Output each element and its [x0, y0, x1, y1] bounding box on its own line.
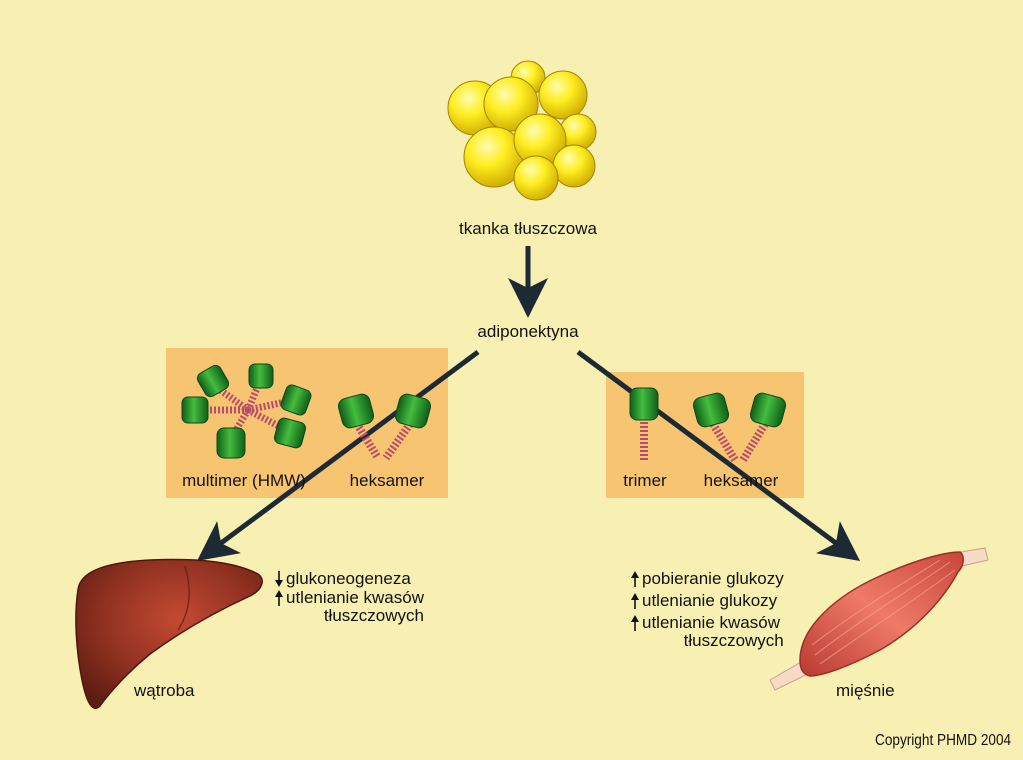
liver-effects: glukoneogeneza utlenianie kwasów tłuszcz…	[274, 570, 424, 625]
arrow-down-icon	[274, 571, 284, 587]
fat-tissue-illustration	[447, 60, 597, 201]
trimer-illustration	[629, 387, 659, 462]
adiponectin-label: adiponektyna	[477, 322, 579, 341]
hexamer-left-illustration	[337, 393, 432, 461]
muscle-effects: pobieranie glukozy utlenianie glukozy ut…	[630, 570, 784, 650]
arrow-to-liver	[196, 349, 480, 561]
muscle-effect-fatty-acid-oxidation: utlenianie kwasów	[630, 614, 784, 632]
copyright-notice: Copyright PHMD 2004	[874, 732, 1011, 749]
liver-label: wątroba	[134, 681, 195, 700]
arrow-to-muscle	[576, 349, 861, 561]
arrow-up-icon	[630, 593, 640, 609]
muscle-effect-glucose-uptake: pobieranie glukozy	[630, 570, 784, 588]
trimer-label: trimer	[623, 471, 667, 490]
liver-illustration	[75, 558, 263, 709]
multimer-hmw-illustration	[181, 363, 312, 459]
muscle-effect-glucose-oxidation: utlenianie glukozy	[630, 592, 784, 610]
arrow-up-icon	[274, 590, 284, 606]
liver-effect-fatty-acid-oxidation: utlenianie kwasów	[274, 589, 424, 607]
arrow-up-icon	[630, 571, 640, 587]
liver-effect-gluconeogenesis: glukoneogeneza	[274, 570, 424, 588]
hexamer-right-label: heksamer	[703, 471, 779, 490]
muscle-illustration	[769, 547, 989, 691]
muscle-label: mięśnie	[836, 681, 895, 700]
liver-effect-continuation: tłuszczowych	[323, 606, 424, 625]
arrow-up-icon	[630, 615, 640, 631]
hexamer-left-label: heksamer	[349, 471, 425, 490]
multimer-label: multimer (HMW)	[182, 471, 306, 490]
muscle-effect-continuation: tłuszczowych	[683, 631, 784, 650]
hexamer-right-illustration	[692, 392, 787, 463]
fat-tissue-label: tkanka tłuszczowa	[459, 219, 597, 238]
